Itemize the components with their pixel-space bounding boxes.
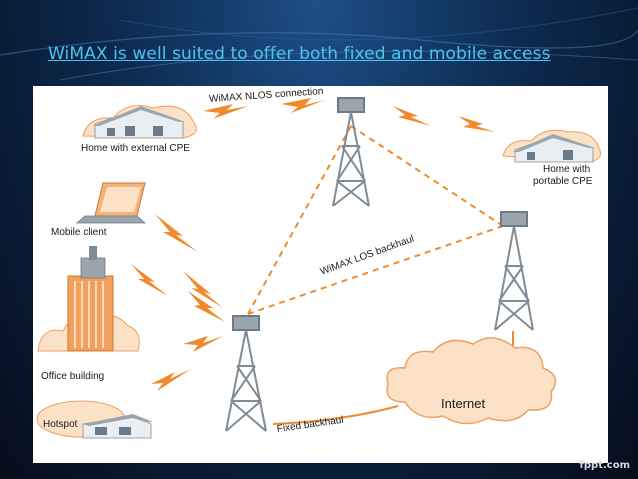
link-top-to-left <box>248 126 351 314</box>
tower-right <box>495 212 533 330</box>
dashed-links <box>248 126 503 314</box>
link-top-to-right <box>351 126 503 226</box>
label-hotspot: Hotspot <box>43 419 77 431</box>
mobile-client-laptop <box>77 183 145 223</box>
link-los-backhaul <box>248 226 503 314</box>
bolt-1 <box>203 104 248 119</box>
label-internet: Internet <box>441 398 485 410</box>
bolt-4 <box>458 116 495 132</box>
home-external-house <box>83 106 196 138</box>
bolt-9 <box>183 336 223 352</box>
label-home-external: Home with external CPE <box>81 143 190 155</box>
bolt-5 <box>155 214 198 252</box>
bolt-3 <box>393 106 431 126</box>
label-home-portable-2: portable CPE <box>533 176 592 188</box>
label-home-portable-1: Home with <box>543 164 590 176</box>
home-portable-house <box>503 130 601 162</box>
watermark: fppt.com <box>580 460 630 471</box>
label-office-building: Office building <box>41 371 104 383</box>
bolt-10 <box>151 369 191 391</box>
label-mobile-client: Mobile client <box>51 227 107 239</box>
wimax-diagram: Home with external CPE WiMAX NLOS connec… <box>33 86 608 463</box>
tower-left <box>226 316 266 431</box>
tower-top <box>333 98 369 206</box>
bolt-7 <box>131 264 168 296</box>
office-building <box>38 246 139 351</box>
slide-title: WiMAX is well suited to offer both fixed… <box>48 44 551 64</box>
